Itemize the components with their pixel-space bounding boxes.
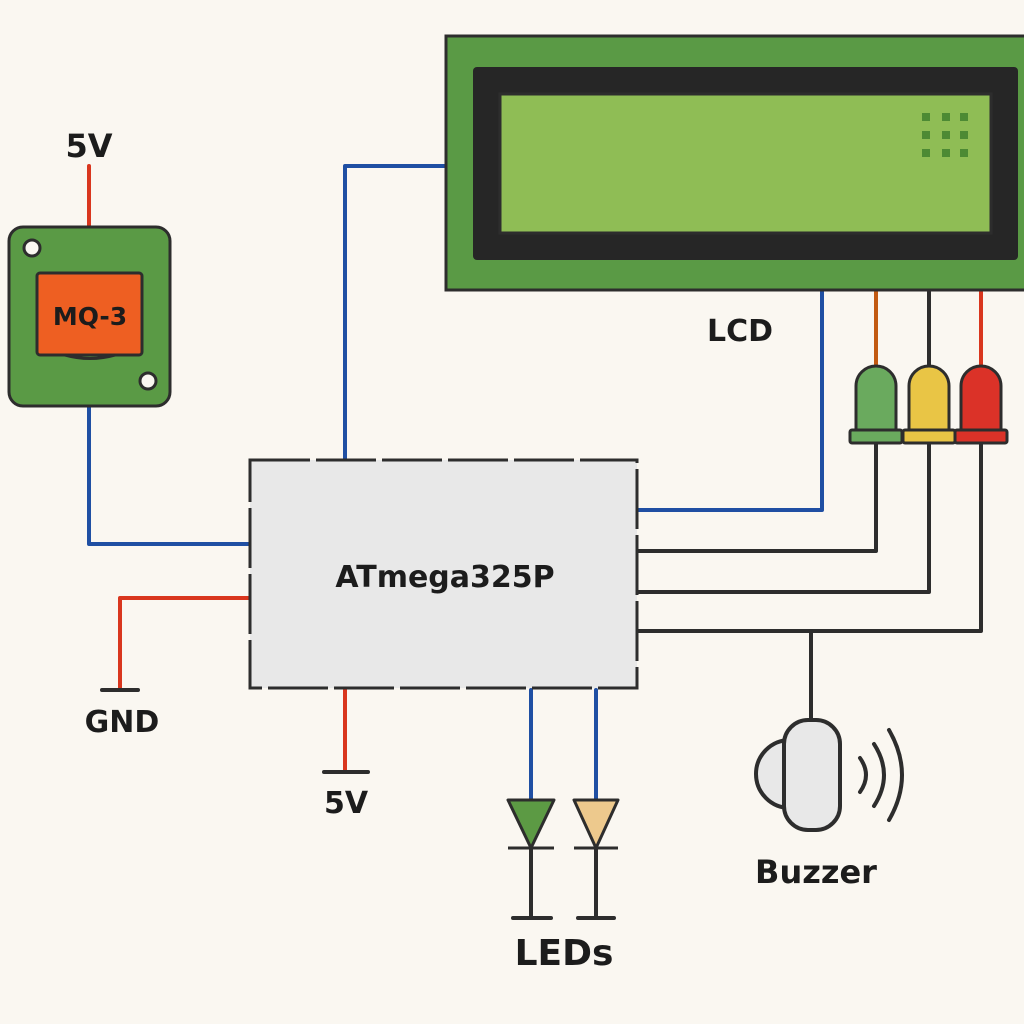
leds-label: LEDs — [515, 933, 614, 974]
mq3-label: MQ-3 — [53, 302, 127, 331]
wire-mcu-to-lcd — [343, 164, 449, 462]
mcu-label: ATmega325P — [335, 560, 554, 595]
mq3-sensor-body — [35, 271, 144, 357]
diode-green — [506, 798, 556, 850]
mq3-supply-label: 5V — [65, 127, 112, 165]
lcd-label: LCD — [707, 314, 773, 349]
yellow-led — [901, 364, 957, 445]
green-led — [848, 364, 904, 445]
status-leds — [848, 364, 1009, 445]
mq3-sensor-base — [64, 353, 116, 360]
lcd-module — [444, 34, 1024, 292]
mq3-mount-hole-bottom — [138, 371, 158, 391]
wires — [87, 164, 983, 920]
wire-mcu-to-green-led — [635, 442, 878, 553]
sound-wave-1-icon — [858, 756, 868, 794]
wire-mcu-gnd — [118, 596, 252, 692]
buzzer-body — [782, 718, 842, 832]
wire-lcd-data — [635, 288, 824, 512]
mcu-chip — [248, 458, 639, 690]
wire-mq3-to-mcu — [87, 403, 252, 546]
sound-wave-3-icon — [887, 728, 904, 822]
wire-mcu-to-red-led — [635, 442, 983, 633]
mcu-body — [248, 458, 639, 690]
lcd-screen — [498, 92, 993, 235]
gnd-label: GND — [85, 705, 160, 740]
sound-wave-2-icon — [872, 742, 886, 808]
buzzer — [754, 718, 904, 832]
mcu-supply-label: 5V — [324, 786, 369, 821]
supply-symbols — [100, 688, 616, 920]
wire-mcu-to-yellow-led — [635, 442, 931, 594]
buzzer-cap — [754, 737, 792, 811]
mq3-mount-hole-top — [22, 238, 42, 258]
diode-tan — [572, 798, 620, 850]
red-led — [953, 364, 1009, 445]
lcd-pixel-dots — [922, 113, 968, 157]
led-diodes — [506, 798, 620, 850]
buzzer-label: Buzzer — [755, 853, 877, 891]
mq3-sensor — [7, 225, 172, 408]
